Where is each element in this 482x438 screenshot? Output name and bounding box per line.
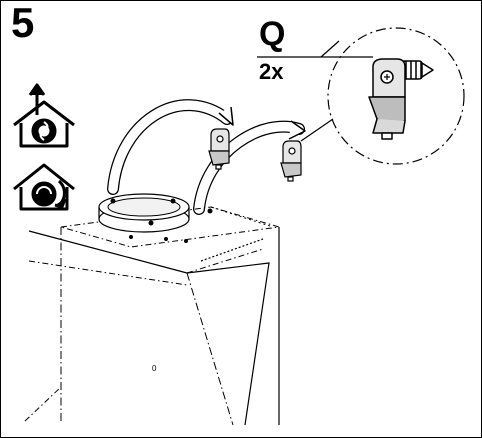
wall-bracket-with-screw-icon: [368, 58, 434, 140]
part-letter: Q: [259, 15, 286, 53]
bracket-small-left: [208, 128, 230, 170]
hood-marker: 0: [152, 364, 157, 373]
house-exhaust-arrow-icon: [13, 83, 75, 148]
detail-callout: [300, 27, 465, 165]
part-quantity: 2x: [259, 59, 284, 84]
step-number: 5: [11, 0, 35, 46]
house-recirculation-arrow-icon: [13, 163, 75, 211]
hood-body: [24, 206, 280, 426]
placement-arrow-left: [107, 99, 234, 195]
placement-arrow-right: [193, 120, 306, 215]
part-label-leader: [257, 40, 373, 58]
duct-flange: [98, 193, 213, 243]
bracket-small-right: [280, 140, 302, 182]
